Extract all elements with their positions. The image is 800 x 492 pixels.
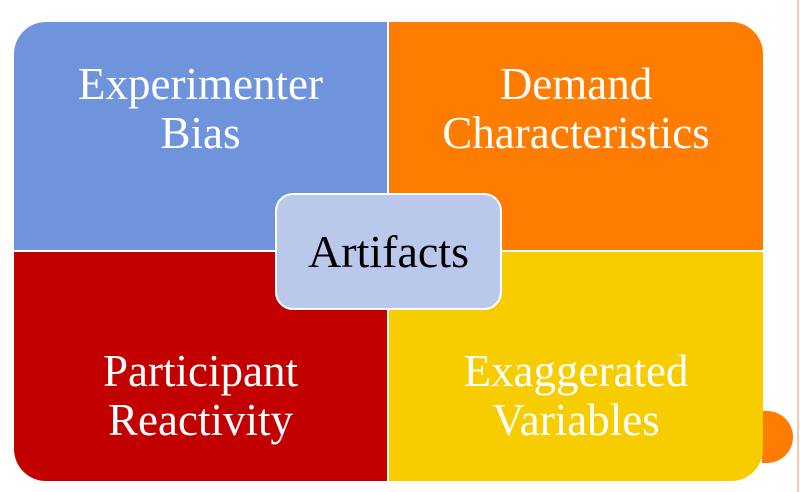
quadrant-line: Characteristics — [442, 108, 710, 158]
quadrant-line: Reactivity — [108, 395, 293, 445]
quadrant-line: Exaggerated — [463, 346, 689, 396]
quadrant-line: Experimenter — [78, 59, 323, 109]
quadrant-line: Participant — [103, 346, 298, 396]
center-node-artifacts: Artifacts — [275, 193, 502, 310]
quadrant-line: Bias — [160, 108, 241, 158]
orange-tab-decoration — [762, 411, 793, 463]
center-label: Artifacts — [308, 226, 469, 277]
quadrant-line: Variables — [492, 395, 660, 445]
quadrant-line: Demand — [499, 59, 653, 109]
slide-edge-line — [797, 0, 799, 492]
